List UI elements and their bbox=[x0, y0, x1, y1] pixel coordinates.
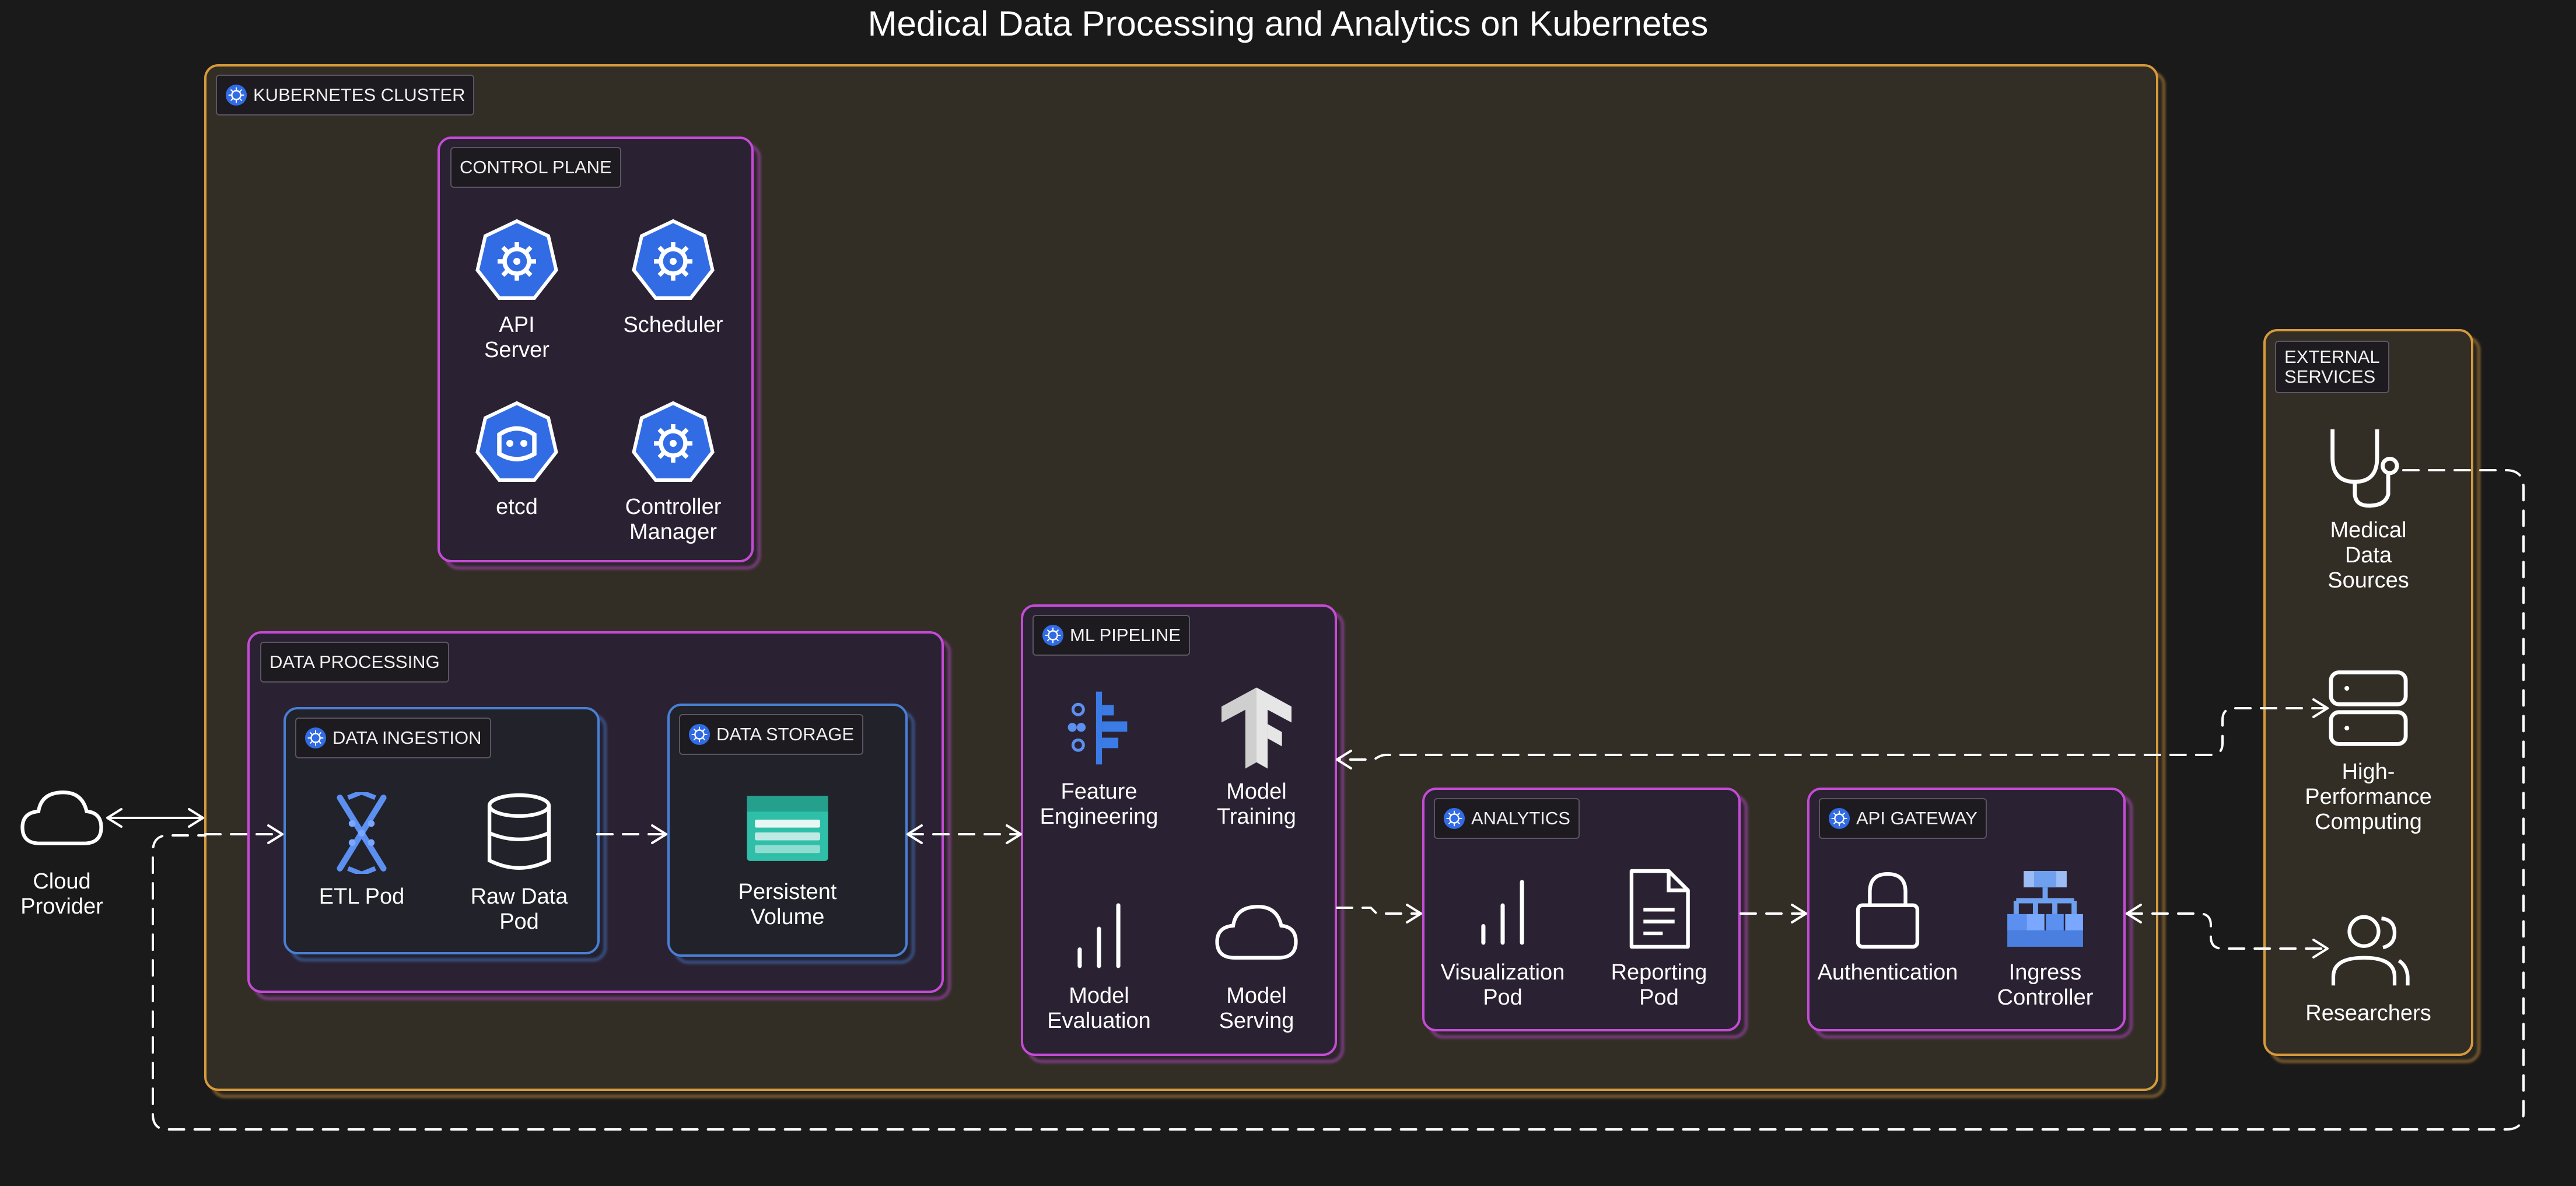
group-label-control-plane: CONTROL PLANE bbox=[450, 147, 621, 188]
k8s-scheduler-icon bbox=[632, 219, 715, 300]
node-label: Persistent Volume bbox=[738, 880, 837, 929]
node-etl-pod[interactable]: ETL Pod bbox=[315, 786, 408, 909]
node-raw-data-pod[interactable]: Raw Data Pod bbox=[467, 786, 572, 935]
data-ingestion-box bbox=[284, 707, 600, 954]
node-etcd[interactable]: etcd bbox=[470, 397, 564, 520]
gateway-researchers-arrows bbox=[2126, 904, 2329, 958]
node-researchers[interactable]: Researchers bbox=[2298, 903, 2438, 1026]
kubernetes-badge-icon bbox=[304, 727, 327, 749]
lock-icon bbox=[1856, 872, 1920, 949]
medical-sources-loop-edge bbox=[152, 469, 2525, 1131]
diagram-title: Medical Data Processing and Analytics on… bbox=[867, 4, 1709, 43]
etl-pod-icon bbox=[337, 792, 387, 874]
node-ingress-controller[interactable]: Ingress Controller bbox=[1987, 862, 2104, 1010]
api-gateway-box bbox=[1807, 788, 2126, 1031]
node-authentication[interactable]: Authentication bbox=[1812, 862, 1964, 985]
k8s-etcd-icon bbox=[475, 401, 558, 482]
hpc-ml-edge bbox=[1336, 707, 2329, 761]
analytics-box bbox=[1422, 788, 1741, 1031]
document-icon bbox=[1629, 869, 1690, 949]
users-icon bbox=[2331, 915, 2410, 986]
node-label: Model Evaluation bbox=[1047, 984, 1151, 1033]
node-label: ETL Pod bbox=[318, 884, 405, 909]
k8s-controller-manager-icon bbox=[632, 401, 715, 482]
ml-to-analytics-edge bbox=[1336, 907, 1422, 915]
group-label-text: ML PIPELINE bbox=[1070, 625, 1181, 645]
kubernetes-badge-icon bbox=[1828, 807, 1850, 830]
node-feature-engineering[interactable]: Feature Engineering bbox=[1040, 681, 1158, 830]
node-label: Authentication bbox=[1817, 960, 1958, 985]
group-label-text: ANALYTICS bbox=[1471, 808, 1570, 828]
cloud-icon bbox=[1215, 905, 1298, 960]
node-persistent-volume[interactable]: Persistent Volume bbox=[729, 782, 846, 930]
node-high-performance-computing[interactable]: High- Performance Computing bbox=[2298, 662, 2438, 835]
k8s-api-server-icon bbox=[475, 219, 558, 300]
load-balancer-icon bbox=[2007, 871, 2083, 947]
group-label-text: KUBERNETES CLUSTER bbox=[253, 85, 466, 105]
kubernetes-badge-icon bbox=[688, 723, 710, 746]
node-controller-manager[interactable]: Controller Manager bbox=[615, 397, 732, 545]
external-services-box bbox=[2263, 329, 2473, 1056]
group-label-kubernetes-cluster: KUBERNETES CLUSTER bbox=[216, 75, 475, 116]
server-icon bbox=[2329, 670, 2408, 746]
group-label-text: DATA STORAGE bbox=[716, 724, 854, 744]
bar-chart-icon bbox=[1481, 880, 1524, 945]
cluster-to-ingestion-arrow bbox=[267, 824, 284, 844]
group-label-text: DATA INGESTION bbox=[332, 727, 482, 748]
node-label: Controller Manager bbox=[625, 495, 722, 544]
raw-to-storage-arrow bbox=[651, 824, 667, 844]
ml-to-analytics-arrow bbox=[1406, 904, 1422, 923]
node-medical-data-sources[interactable]: Medical Data Sources bbox=[2310, 420, 2427, 593]
group-label-external-services: EXTERNAL SERVICES bbox=[2275, 341, 2389, 393]
analytics-to-gateway-arrow bbox=[1791, 904, 1807, 923]
gateway-researchers-edge bbox=[2126, 912, 2329, 950]
cloud-icon bbox=[20, 790, 103, 845]
hpc-ml-arrows bbox=[1336, 698, 2329, 769]
node-model-serving[interactable]: Model Serving bbox=[1198, 886, 1315, 1034]
node-scheduler[interactable]: Scheduler bbox=[623, 215, 723, 338]
node-label: API Server bbox=[484, 313, 550, 362]
node-label: Ingress Controller bbox=[1997, 960, 2094, 1010]
group-label-text: EXTERNAL SERVICES bbox=[2284, 347, 2380, 387]
tensorflow-icon bbox=[1222, 687, 1292, 769]
node-visualization-pod[interactable]: Visualization Pod bbox=[1433, 862, 1573, 1010]
node-label: Visualization Pod bbox=[1440, 960, 1565, 1010]
feature-engineering-icon bbox=[1068, 691, 1128, 765]
database-icon bbox=[487, 793, 551, 870]
group-label-analytics: ANALYTICS bbox=[1434, 798, 1580, 839]
group-label-api-gateway: API GATEWAY bbox=[1819, 798, 1987, 839]
persistent-volume-icon bbox=[747, 796, 828, 861]
group-label-text: CONTROL PLANE bbox=[460, 157, 612, 177]
node-model-training[interactable]: Model Training bbox=[1198, 681, 1315, 830]
kubernetes-badge-icon bbox=[225, 84, 247, 106]
node-label: etcd bbox=[496, 495, 538, 519]
node-reporting-pod[interactable]: Reporting Pod bbox=[1601, 862, 1717, 1010]
bar-chart-icon bbox=[1077, 903, 1121, 968]
kubernetes-badge-icon bbox=[1042, 624, 1064, 646]
node-model-evaluation[interactable]: Model Evaluation bbox=[1041, 886, 1157, 1034]
group-label-data-processing: DATA PROCESSING bbox=[260, 642, 449, 683]
group-label-ml-pipeline: ML PIPELINE bbox=[1032, 615, 1191, 656]
cloud-to-cluster-edge bbox=[106, 808, 204, 828]
group-label-data-storage: DATA STORAGE bbox=[679, 714, 863, 755]
storage-ml-arrows bbox=[907, 824, 1022, 844]
node-api-server[interactable]: API Server bbox=[470, 215, 564, 363]
node-label: Medical Data Sources bbox=[2328, 518, 2409, 593]
group-label-text: DATA PROCESSING bbox=[270, 652, 440, 672]
node-label: Model Serving bbox=[1219, 984, 1294, 1033]
node-label: Feature Engineering bbox=[1040, 779, 1158, 829]
node-cloud-provider[interactable]: Cloud Provider bbox=[9, 771, 114, 919]
node-label: Model Training bbox=[1217, 779, 1296, 829]
group-label-text: API GATEWAY bbox=[1856, 808, 1978, 828]
node-label: Scheduler bbox=[623, 313, 723, 337]
stethoscope-icon bbox=[2330, 429, 2399, 508]
node-label: Reporting Pod bbox=[1611, 960, 1707, 1010]
node-label: Cloud Provider bbox=[20, 869, 103, 919]
node-label: High- Performance Computing bbox=[2305, 760, 2432, 834]
node-label: Raw Data Pod bbox=[470, 884, 568, 934]
kubernetes-badge-icon bbox=[1443, 807, 1465, 830]
group-label-data-ingestion: DATA INGESTION bbox=[295, 718, 491, 758]
node-label: Researchers bbox=[2305, 1001, 2431, 1026]
